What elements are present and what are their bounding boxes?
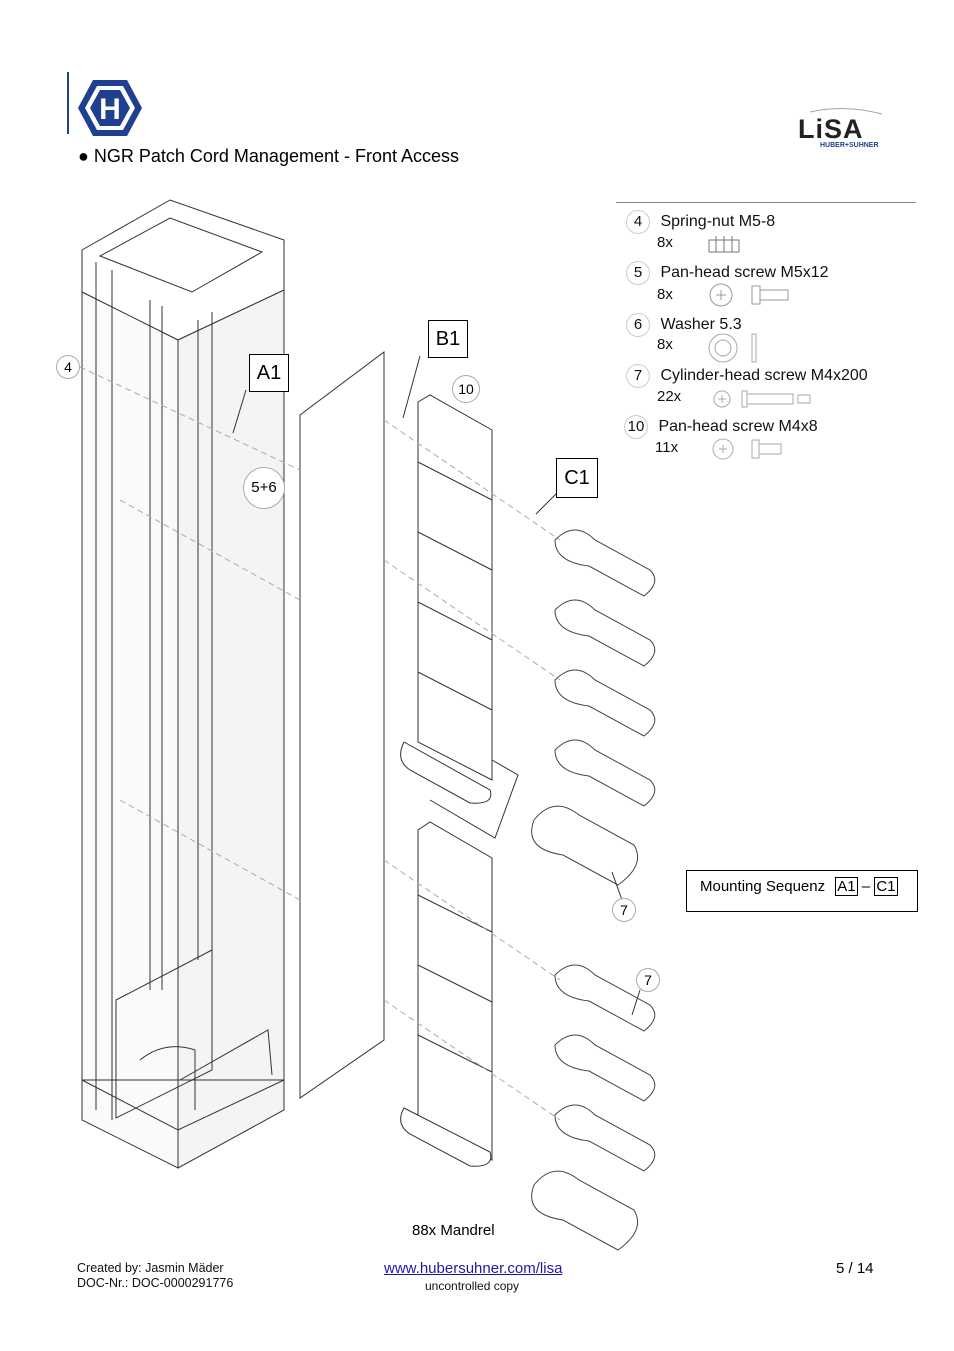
part-name: Spring-nut M5-8	[660, 213, 776, 230]
pan-head-screw-small-icon	[712, 438, 782, 460]
mounting-dash: –	[861, 878, 871, 895]
bubble-part-10: 10	[452, 375, 480, 403]
part-qty: 8x	[657, 286, 673, 303]
exploded-assembly-drawing	[79, 199, 656, 1251]
rack-frame	[81, 199, 285, 1169]
lisa-logo-text: LiSA	[798, 114, 864, 144]
bubble-part-5-6: 5+6	[243, 467, 285, 509]
parts-item: 4 Spring-nut M5-8	[626, 210, 775, 234]
label-a1: A1	[249, 354, 289, 392]
part-number: 5	[626, 261, 650, 285]
part-qty: 22x	[657, 388, 682, 405]
mounting-sequence-box: Mounting Sequenz A1 – C1	[686, 870, 918, 912]
part-number: 6	[626, 313, 650, 337]
footer-created-by: Created by: Jasmin Mäder	[77, 1261, 224, 1275]
cable-guide-panel-lower	[400, 821, 493, 1167]
front-plate	[299, 351, 385, 1099]
logo-divider	[67, 72, 69, 134]
parts-item: 5 Pan-head screw M5x12	[626, 261, 829, 285]
cylinder-head-screw-icon	[713, 390, 811, 408]
spring-nut-icon	[708, 236, 740, 253]
part-name: Pan-head screw M4x8	[658, 418, 818, 435]
parts-item: 10 Pan-head screw M4x8	[624, 415, 818, 439]
part-qty: 11x	[655, 439, 679, 456]
part-name: Pan-head screw M5x12	[660, 264, 829, 281]
mandrel-group	[531, 529, 656, 1251]
lisa-logo-subtext: HUBER+SUHNER	[820, 142, 879, 149]
page-title: ● NGR Patch Cord Management - Front Acce…	[78, 146, 460, 166]
mandrel-note: 88x Mandrel	[412, 1222, 495, 1239]
parts-item: 6 Washer 5.3	[626, 313, 742, 337]
part-qty: 8x	[657, 336, 673, 353]
part-number: 10	[624, 415, 648, 439]
bubble-part-7: 7	[636, 968, 660, 992]
parts-list-divider	[616, 202, 916, 203]
bubble-part-7: 7	[612, 898, 636, 922]
footer-uncontrolled: uncontrolled copy	[425, 1279, 520, 1293]
part-qty: 8x	[657, 234, 673, 251]
washer-icon	[708, 333, 757, 363]
label-c1: C1	[556, 458, 598, 498]
label-b1: B1	[428, 320, 468, 358]
huber-suhner-logo: H	[78, 80, 142, 136]
lisa-logo: LiSA HUBER+SUHNER	[798, 107, 883, 149]
footer-doc-number: DOC-Nr.: DOC-0000291776	[77, 1276, 234, 1290]
logo-letter: H	[99, 93, 121, 126]
page-number: 5 / 14	[836, 1260, 874, 1277]
part-name: Cylinder-head screw M4x200	[660, 367, 868, 384]
footer-website-link[interactable]: www.hubersuhner.com/lisa	[384, 1260, 563, 1277]
parts-item: 7 Cylinder-head screw M4x200	[626, 364, 868, 388]
mounting-text: Mounting Sequenz	[700, 878, 826, 895]
cable-guide-panel-upper	[400, 394, 519, 839]
mounting-from: A1	[835, 877, 858, 896]
bubble-part-4: 4	[56, 355, 80, 379]
part-number: 7	[626, 364, 650, 388]
part-name: Washer 5.3	[660, 316, 742, 333]
mounting-to: C1	[874, 877, 898, 896]
part-number: 4	[626, 210, 650, 234]
pan-head-screw-icon	[709, 283, 789, 307]
